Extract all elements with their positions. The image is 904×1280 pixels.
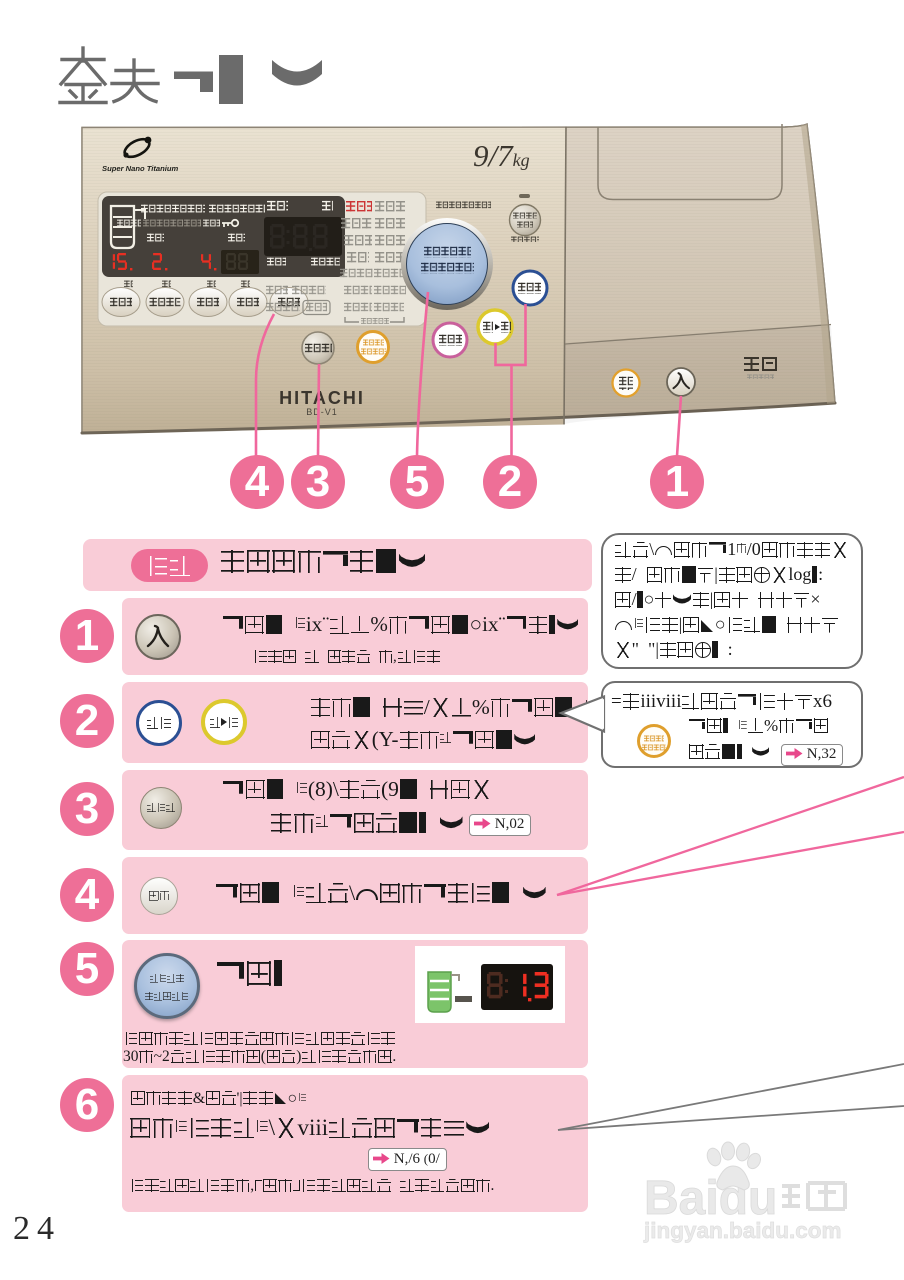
svg-text:9/7kg: 9/7kg bbox=[473, 138, 530, 173]
svg-text:HITACHI: HITACHI bbox=[279, 388, 365, 408]
svg-text:Super Nano Titanium: Super Nano Titanium bbox=[102, 164, 178, 173]
svg-text:jingyan.baidu.com: jingyan.baidu.com bbox=[643, 1218, 842, 1243]
svg-text:24: 24 bbox=[13, 1210, 61, 1247]
svg-text:Baidu: Baidu bbox=[644, 1172, 777, 1225]
svg-text:BD-V1: BD-V1 bbox=[306, 407, 338, 417]
